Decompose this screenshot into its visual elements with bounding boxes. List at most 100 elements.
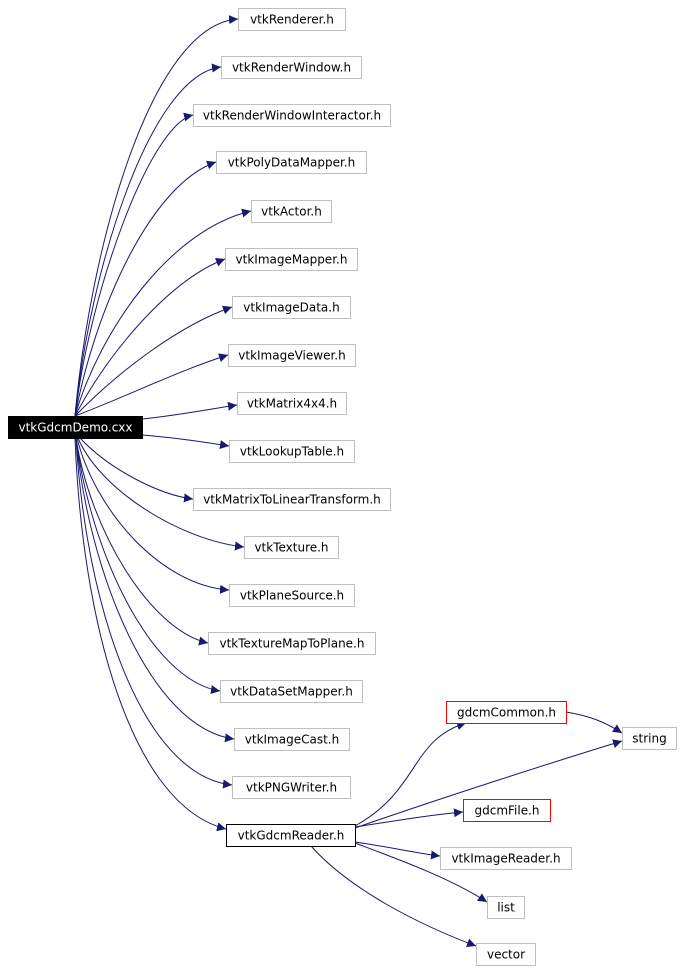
- node-box: [234, 728, 350, 751]
- edge-root-to-n10: [141, 434, 230, 450]
- edge-root-to-n4: [74, 160, 217, 417]
- node-label: string: [632, 732, 666, 746]
- node-label: vtkActor.h: [261, 205, 322, 219]
- file-node-n8[interactable]: vtkImageViewer.h: [228, 344, 356, 367]
- edge-root-to-n5: [74, 208, 252, 417]
- node-box: [251, 200, 332, 223]
- file-node-n23[interactable]: list: [487, 896, 525, 919]
- node-label: vtkImageMapper.h: [236, 253, 348, 267]
- node-box: [487, 896, 525, 919]
- file-node-n15[interactable]: vtkDataSetMapper.h: [220, 680, 363, 703]
- edge-root-to-n9: [141, 401, 238, 420]
- node-box: [476, 943, 536, 966]
- file-node-n24[interactable]: vector: [476, 943, 536, 966]
- node-box: [193, 488, 391, 511]
- file-node-n5[interactable]: vtkActor.h: [251, 200, 332, 223]
- node-label: vtkPNGWriter.h: [246, 781, 337, 795]
- edge-root-to-n16: [75, 437, 235, 743]
- node-box: [229, 440, 355, 463]
- node-label: vtkGdcmReader.h: [238, 829, 345, 843]
- node-box: [238, 8, 346, 31]
- file-node-n11[interactable]: vtkMatrixToLinearTransform.h: [193, 488, 391, 511]
- node-label: vtkGdcmDemo.cxx: [18, 421, 132, 435]
- node-box: [226, 824, 356, 847]
- edge-n18-to-n22: [354, 841, 441, 860]
- node-box: [193, 104, 391, 127]
- node-label: vtkPolyDataMapper.h: [228, 156, 356, 170]
- node-box: [208, 632, 376, 655]
- node-label: vtkMatrixToLinearTransform.h: [203, 493, 381, 507]
- file-node-n13[interactable]: vtkPlaneSource.h: [229, 584, 355, 607]
- node-label: vtkRenderWindow.h: [232, 61, 351, 75]
- edge-root-to-n11: [79, 437, 194, 503]
- node-label: vtkImageViewer.h: [238, 349, 345, 363]
- node-label: vtkRenderWindowInteractor.h: [203, 109, 381, 123]
- file-node-n7[interactable]: vtkImageData.h: [232, 296, 351, 319]
- node-box: [8, 416, 143, 439]
- root-node: vtkGdcmDemo.cxx: [8, 416, 143, 439]
- file-node-n16[interactable]: vtkImageCast.h: [234, 728, 350, 751]
- node-label: vtkMatrix4x4.h: [247, 397, 337, 411]
- file-node-n10[interactable]: vtkLookupTable.h: [229, 440, 355, 463]
- node-box: [244, 536, 339, 559]
- edge-root-to-n8: [74, 353, 229, 417]
- file-node-n22[interactable]: vtkImageReader.h: [440, 847, 572, 870]
- node-box: [228, 344, 356, 367]
- node-label: vtkImageReader.h: [451, 852, 560, 866]
- file-node-n20[interactable]: string: [622, 727, 677, 750]
- node-label: vtkImageData.h: [243, 301, 339, 315]
- file-node-n1[interactable]: vtkRenderer.h: [238, 8, 346, 31]
- file-node-n21[interactable]: gdcmFile.h: [463, 799, 551, 822]
- node-label: vector: [487, 948, 525, 962]
- node-label: vtkTexture.h: [254, 541, 328, 555]
- node-box: [440, 847, 572, 870]
- node-box: [446, 701, 567, 724]
- file-node-n6[interactable]: vtkImageMapper.h: [225, 248, 358, 271]
- edge-root-to-n13: [76, 437, 230, 594]
- edge-n18-to-n23: [354, 842, 488, 903]
- node-label: list: [497, 901, 515, 915]
- node-box: [237, 392, 347, 415]
- node-layer: vtkGdcmDemo.cxx vtkRenderer.h vtkRenderWin…: [8, 8, 677, 966]
- edge-root-to-n2: [74, 63, 222, 417]
- node-box: [463, 799, 551, 822]
- edge-layer: [74, 15, 623, 948]
- edge-root-to-n1: [74, 15, 239, 417]
- file-node-n12[interactable]: vtkTexture.h: [244, 536, 339, 559]
- node-label: gdcmCommon.h: [457, 706, 556, 720]
- node-label: vtkDataSetMapper.h: [230, 685, 353, 699]
- edge-root-to-n15: [75, 437, 221, 695]
- edge-root-to-n18: [74, 437, 227, 832]
- file-node-n19[interactable]: gdcmCommon.h: [446, 701, 567, 724]
- edge-root-to-n12: [77, 437, 245, 551]
- edge-root-to-n7: [74, 305, 233, 417]
- node-label: vtkRenderer.h: [250, 13, 334, 27]
- node-label: vtkLookupTable.h: [240, 445, 344, 459]
- node-box: [225, 248, 358, 271]
- node-box: [220, 680, 363, 703]
- file-node-n14[interactable]: vtkTextureMapToPlane.h: [208, 632, 376, 655]
- edge-n18-to-n21: [354, 808, 464, 828]
- node-label: vtkImageCast.h: [245, 733, 339, 747]
- node-label: vtkPlaneSource.h: [240, 589, 344, 603]
- file-node-n9[interactable]: vtkMatrix4x4.h: [237, 392, 347, 415]
- node-box: [221, 56, 362, 79]
- file-node-n4[interactable]: vtkPolyDataMapper.h: [216, 151, 367, 174]
- file-node-n2[interactable]: vtkRenderWindow.h: [221, 56, 362, 79]
- edge-root-to-n6: [74, 258, 226, 417]
- edge-root-to-n3: [74, 112, 194, 417]
- edge-root-to-n14: [75, 437, 209, 646]
- edge-n19-to-n20: [565, 711, 623, 734]
- node-box: [232, 776, 351, 799]
- node-label: vtkTextureMapToPlane.h: [220, 637, 365, 651]
- file-node-n3[interactable]: vtkRenderWindowInteractor.h: [193, 104, 391, 127]
- file-node-n17[interactable]: vtkPNGWriter.h: [232, 776, 351, 799]
- node-box: [622, 727, 677, 750]
- file-node-n18[interactable]: vtkGdcmReader.h: [226, 824, 356, 847]
- edge-n18-to-n20: [354, 739, 623, 829]
- node-label: gdcmFile.h: [474, 804, 539, 818]
- node-box: [229, 584, 355, 607]
- node-box: [216, 151, 367, 174]
- edge-n18-to-n19: [354, 721, 467, 827]
